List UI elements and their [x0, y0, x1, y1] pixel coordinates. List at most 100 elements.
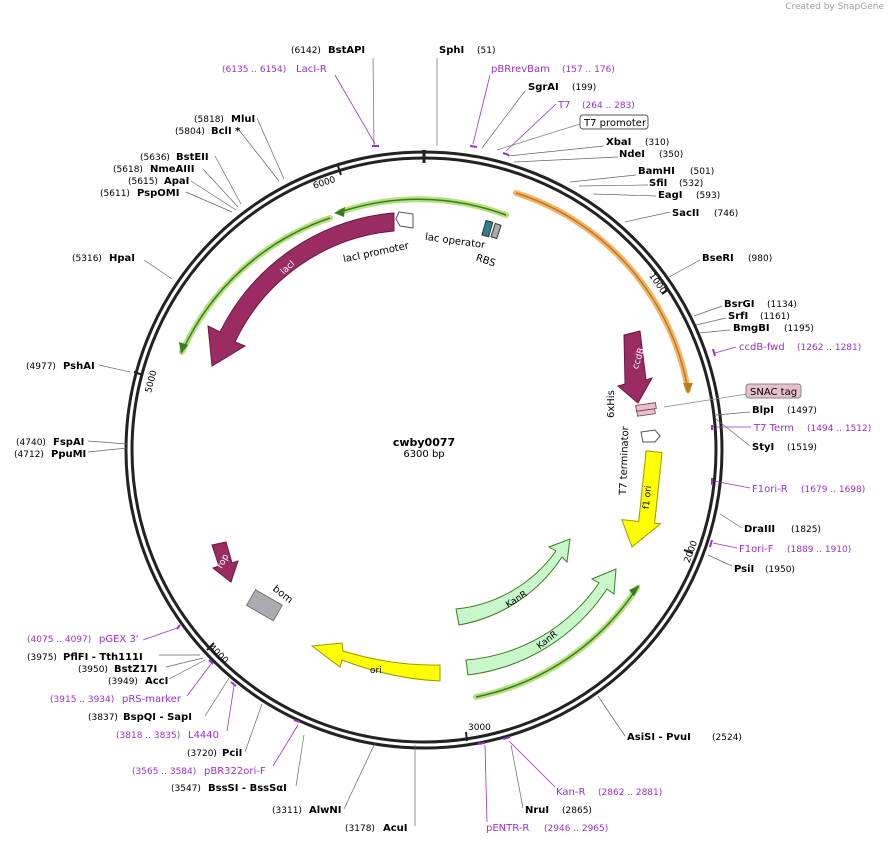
enzyme-label-PciI[interactable]: (3720) PciI [187, 748, 242, 759]
rbs-box[interactable] [490, 222, 502, 240]
enzyme-name: SphI [439, 45, 464, 56]
enzyme-label-PsiI[interactable]: PsiI (1950) [734, 564, 795, 575]
primer-label-F1ori-R[interactable]: F1ori-R (1679 .. 1698) [752, 484, 865, 495]
enzyme-label-XbaI[interactable]: XbaI (310) [606, 137, 669, 148]
enzyme-label-StyI[interactable]: StyI (1519) [752, 442, 817, 453]
enzyme-label-MluI[interactable]: (5818) MluI [194, 114, 255, 125]
enzyme-pos: (199) [572, 83, 596, 93]
t7-terminator-shape[interactable] [640, 429, 661, 443]
enzyme-label-BclI[interactable]: (5804) BclI * [175, 126, 241, 137]
f1-ori-arrow[interactable] [619, 449, 668, 550]
lacI-gene-arrow[interactable] [207, 212, 395, 367]
enzyme-label-BspQI[interactable]: (3837) BspQI - SapI [88, 712, 192, 723]
primer-label-F1ori-F[interactable]: F1ori-F (1889 .. 1910) [739, 544, 851, 555]
primer-label-LacI-R[interactable]: (6135 .. 6154) LacI-R [222, 64, 327, 75]
t7-promoter-box[interactable] [579, 114, 649, 130]
enzyme-label-NruI[interactable]: NruI (2865) [525, 805, 592, 816]
enzyme-label-AcuI[interactable]: (3178) AcuI [345, 823, 408, 834]
ori-arrow[interactable] [310, 642, 441, 682]
enzyme-pos: (5615) [128, 177, 158, 187]
enzyme-label-SfiI[interactable]: SfiI (532) [649, 178, 703, 189]
enzyme-pos: (4740) [16, 438, 46, 448]
enzyme-pos: (501) [690, 167, 714, 177]
enzyme-pos: (1825) [791, 525, 821, 535]
enzyme-name: NdeI [619, 149, 645, 160]
primer-range: (2862 .. 2881) [598, 788, 662, 798]
primer-label-T7-Term[interactable]: T7 Term (1494 .. 1512) [753, 423, 871, 434]
ccdB-gene-arrow[interactable] [616, 330, 654, 404]
lacI-region-line-2 [181, 217, 331, 353]
enzyme-label-NmeAIII[interactable]: (5618) NmeAIII [113, 164, 194, 175]
enzyme-pos: (3547) [171, 784, 201, 794]
enzyme-label-BamHI[interactable]: BamHI (501) [638, 166, 714, 177]
enzyme-pos: (1134) [767, 300, 797, 310]
enzyme-label-DraIII[interactable]: DraIII (1825) [744, 524, 821, 535]
enzyme-name: SgrAI [528, 82, 559, 93]
enzyme-label-AccI[interactable]: (3949) AccI [108, 676, 168, 687]
enzyme-label-BstEII[interactable]: (5636) BstEII [140, 152, 209, 163]
enzyme-name: BamHI [638, 166, 675, 177]
tick-label-4000: 4000 [207, 643, 230, 666]
snac-tag-callout[interactable] [745, 383, 802, 399]
enzyme-label-AsiSI-PvuI[interactable]: AsiSI - PvuI (2524) [627, 732, 742, 743]
primer-label-pENTR-R[interactable]: pENTR-R (2946 .. 2965) [486, 823, 608, 834]
enzyme-pos: (6142) [291, 46, 321, 56]
enzyme-label-BseRI[interactable]: BseRI (980) [702, 253, 772, 264]
primer-name: pBR322ori-F [204, 766, 266, 777]
enzyme-label-BstZ17I[interactable]: (3950) BstZ17I [78, 664, 157, 675]
enzyme-name: SfiI [649, 178, 667, 189]
enzyme-pos: (1519) [787, 443, 817, 453]
enzyme-label-SrfI[interactable]: SrfI (1161) [728, 311, 790, 322]
enzyme-label-PflFI[interactable]: (3975) PflFI - Tth111I [27, 652, 143, 663]
enzyme-pos: (1195) [784, 324, 814, 334]
primer-label-Kan-R[interactable]: Kan-R (2862 .. 2881) [556, 787, 662, 798]
lacI-promoter-arrow[interactable] [395, 211, 414, 229]
enzyme-pos: (3837) [88, 713, 118, 723]
enzyme-pos: (5818) [194, 115, 224, 125]
enzyme-label-SacII[interactable]: SacII (746) [672, 208, 738, 219]
enzyme-label-BstAPI[interactable]: (6142) BstAPI [291, 45, 365, 56]
enzyme-name: BclI * [211, 126, 241, 137]
lac-operator-label: lac operator [424, 232, 486, 251]
primer-label-pGEX3[interactable]: (4075 .. 4097) pGEX 3' [27, 634, 139, 645]
enzyme-name: AsiSI - PvuI [627, 732, 691, 743]
enzyme-label-AlwNI[interactable]: (3311) AlwNI [272, 805, 342, 816]
enzyme-label-BlpI[interactable]: BlpI (1497) [752, 405, 817, 416]
enzyme-pos: (5316) [72, 254, 102, 264]
snac-tag-box[interactable] [636, 408, 656, 417]
kanR-arrow-2[interactable] [465, 568, 617, 676]
leader-lines [87, 57, 751, 826]
enzyme-name: FspAI [53, 437, 84, 448]
primer-label-L4440[interactable]: (3818 .. 3835) L4440 [116, 730, 219, 741]
enzyme-name: NruI [525, 805, 549, 816]
enzyme-label-ApaI[interactable]: (5615) ApaI [128, 176, 189, 187]
enzyme-name: StyI [752, 442, 774, 453]
enzyme-label-EagI[interactable]: EagI (593) [658, 190, 720, 201]
rop-arrow[interactable] [211, 541, 239, 583]
enzyme-pos: (1497) [787, 406, 817, 416]
enzyme-label-PspOMI[interactable]: (5611) PspOMI [100, 188, 179, 199]
tick-label-3000: 3000 [468, 723, 491, 733]
enzyme-label-BmgBI[interactable]: BmgBI (1195) [733, 323, 814, 334]
enzyme-name: AccI [145, 676, 168, 687]
enzyme-label-PshAI[interactable]: (4977) PshAI [26, 361, 95, 372]
enzyme-label-BsrGI[interactable]: BsrGI (1134) [724, 299, 797, 310]
primer-label-pRS-marker[interactable]: (3915 .. 3934) pRS-marker [50, 694, 182, 705]
enzyme-label-SphI[interactable]: SphI (51) [439, 45, 495, 56]
enzyme-label-BssSI[interactable]: (3547) BssSI - BssSαI [171, 783, 287, 794]
primer-label-ccdB-fwd[interactable]: ccdB-fwd (1262 .. 1281) [739, 342, 861, 353]
bom-box[interactable] [245, 589, 283, 622]
primer-label-pBRrevBam[interactable]: pBRrevBam (157 .. 176) [491, 64, 615, 75]
enzyme-name: PflFI - Tth111I [63, 652, 143, 663]
primer-range: (1679 .. 1698) [801, 485, 865, 495]
kanR-arrow-1[interactable] [455, 538, 571, 626]
enzyme-label-PpuMI[interactable]: (4712) PpuMI [14, 449, 86, 460]
enzyme-label-SgrAI[interactable]: SgrAI (199) [528, 82, 596, 93]
enzyme-label-HpaI[interactable]: (5316) HpaI [72, 253, 135, 264]
primer-label-T7[interactable]: T7 (264 .. 283) [557, 100, 635, 111]
enzyme-label-NdeI[interactable]: NdeI (350) [619, 149, 683, 160]
lac-operator-box[interactable] [481, 219, 494, 238]
primer-label-pBR322ori-F[interactable]: (3565 .. 3584) pBR322ori-F [132, 766, 266, 777]
enzyme-label-FspAI[interactable]: (4740) FspAI [16, 437, 84, 448]
